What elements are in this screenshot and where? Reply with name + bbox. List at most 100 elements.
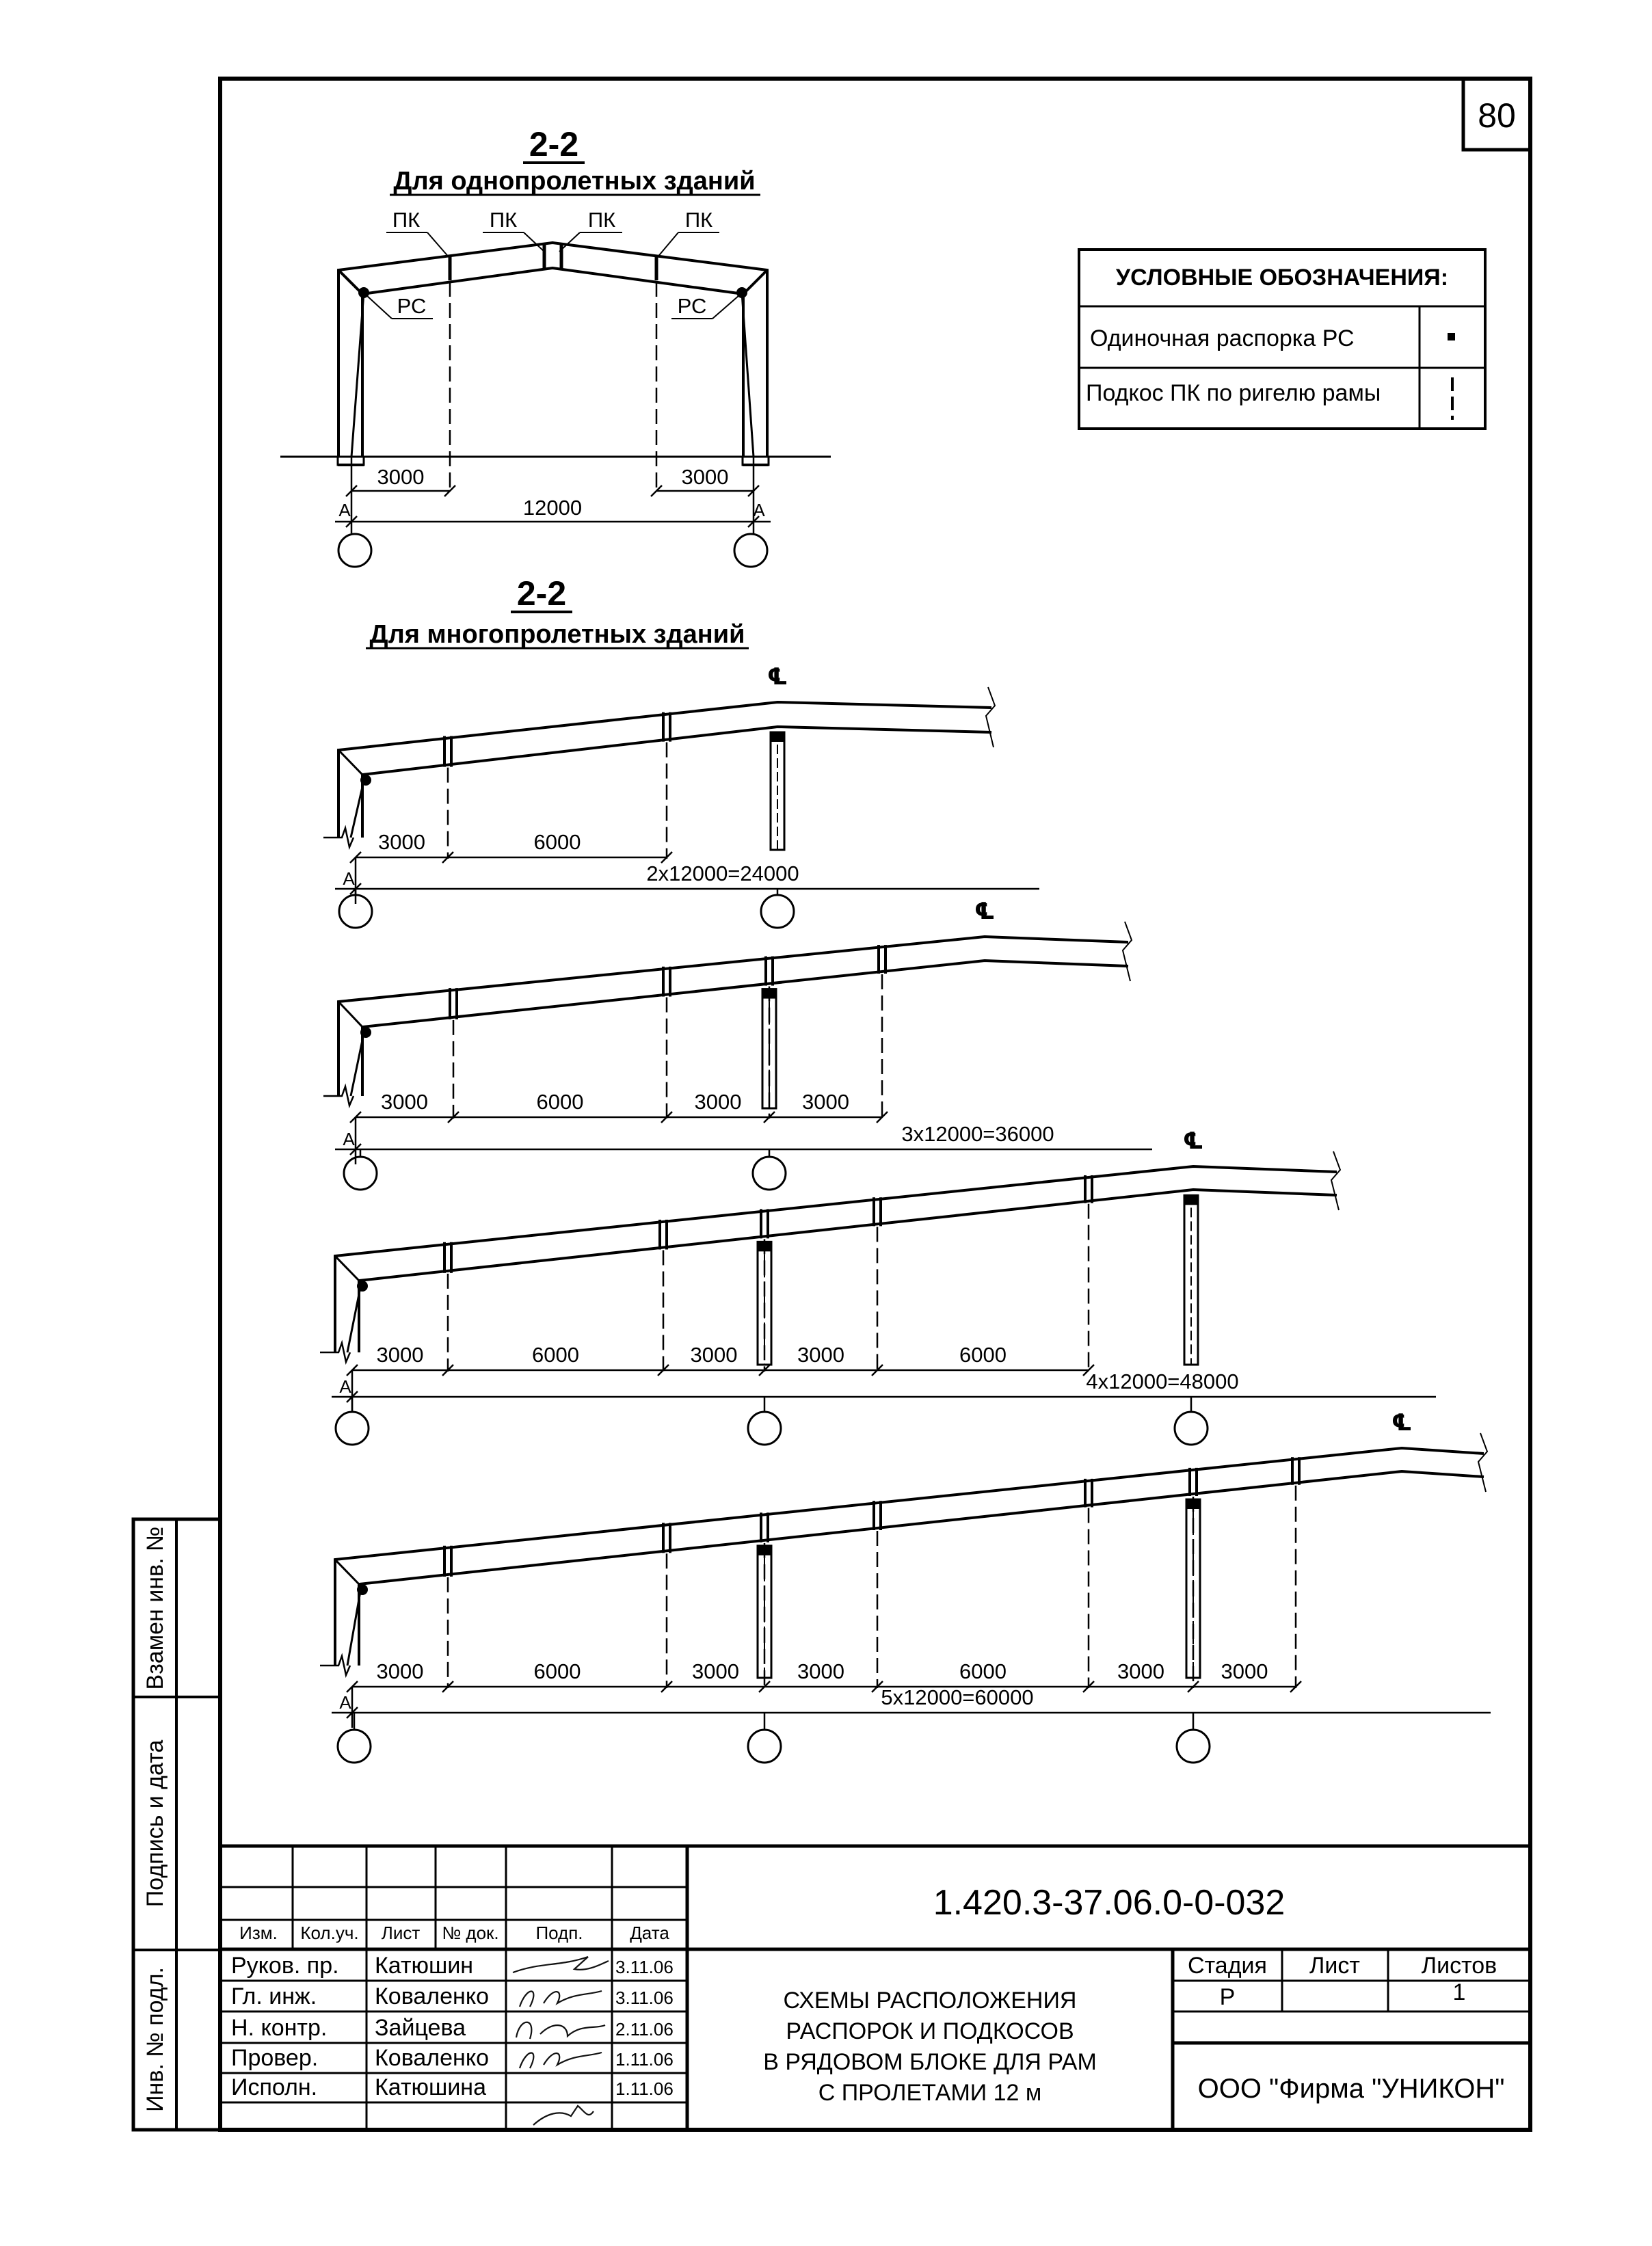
dimension-label: 6000 xyxy=(532,1343,579,1367)
pk-label: ПК xyxy=(490,208,517,232)
signer-role: Гл. инж. xyxy=(231,1983,317,2009)
dimension-label: 3000 xyxy=(377,1343,424,1367)
axis-bubble xyxy=(337,533,373,568)
pk-label: ПК xyxy=(588,208,615,232)
signer-role: Провер. xyxy=(231,2045,318,2071)
pk-label: ПК xyxy=(392,208,420,232)
total-dimension-label: 5x12000=60000 xyxy=(881,1685,1033,1709)
title-block: Изм. Кол.уч. Лист № док. Подп. Дата 1.42… xyxy=(218,1844,1532,2132)
rc-label: РС xyxy=(678,294,707,318)
sheets-value: 1 xyxy=(1453,1979,1466,2005)
multi-span-frame: ℄ 3000 6000 2x12000=24000 А xyxy=(323,664,1039,929)
centerline-icon: ℄ xyxy=(1391,1410,1412,1436)
sheets-label: Листов xyxy=(1422,1953,1497,1979)
axis-letter: А xyxy=(338,500,351,520)
square-dot-icon xyxy=(1448,333,1455,340)
header-col: Изм. xyxy=(239,1923,278,1943)
axis-bubble xyxy=(1175,1728,1211,1764)
dimension-label: 3000 xyxy=(682,465,729,489)
signer-date: 3.11.06 xyxy=(615,1988,674,2008)
section-title: Для однопролетных зданий xyxy=(393,167,755,196)
dimension-label: 3000 xyxy=(692,1659,739,1683)
signer-name: Коваленко xyxy=(375,1983,489,2009)
legend-row-label: Одиночная распорка РС xyxy=(1090,325,1355,351)
legend-title: УСЛОВНЫЕ ОБОЗНАЧЕНИЯ: xyxy=(1116,265,1448,291)
dimension-label: 3000 xyxy=(1117,1659,1164,1683)
rc-label: РС xyxy=(397,294,427,318)
signer-name: Катюшин xyxy=(375,1953,473,1979)
pk-label: ПК xyxy=(685,208,712,232)
axis-letter: А xyxy=(339,1692,351,1713)
centerline-icon: ℄ xyxy=(974,898,995,924)
dimension-label: 3000 xyxy=(802,1090,849,1114)
axis-letter: А xyxy=(339,1376,351,1397)
signature-marks xyxy=(512,1955,609,2126)
multi-span-frame: ℄ 3000 6000 3000 3000 6000 4x12000=48000 А xyxy=(320,1128,1436,1446)
multi-span-frame: ℄ 3000 6000 3000 3000 3x12000=36000 А xyxy=(323,898,1152,1191)
dimension-label: 3000 xyxy=(797,1659,844,1683)
sheet-label: Лист xyxy=(1309,1953,1360,1979)
stage-label: Стадия xyxy=(1188,1953,1267,1979)
dimension-label: 6000 xyxy=(537,1090,584,1114)
drawing-title-line: В РЯДОВОМ БЛОКЕ ДЛЯ РАМ xyxy=(763,2049,1097,2075)
dimension-label: 3000 xyxy=(797,1343,844,1367)
header-col: Дата xyxy=(630,1923,669,1943)
axis-letter: А xyxy=(343,868,355,889)
axis-bubble xyxy=(334,1411,370,1446)
section-mark: 2-2 xyxy=(529,125,578,163)
signer-date: 2.11.06 xyxy=(615,2019,674,2040)
axis-letter: А xyxy=(343,1129,355,1149)
dimension-label: 3000 xyxy=(691,1343,738,1367)
axis-bubble xyxy=(760,894,795,929)
axis-bubble xyxy=(747,1411,782,1446)
signer-name: Коваленко xyxy=(375,2045,489,2071)
axis-bubble xyxy=(751,1155,787,1191)
signer-role: Исполн. xyxy=(231,2074,317,2100)
dimension-label: 3000 xyxy=(695,1090,742,1114)
total-dimension-label: 2x12000=24000 xyxy=(646,861,799,885)
sheet-number-box xyxy=(1461,77,1532,152)
axis-bubble xyxy=(733,533,769,568)
drawing-title-line: РАСПОРОК И ПОДКОСОВ xyxy=(786,2018,1074,2044)
axis-letter: А xyxy=(753,500,765,520)
section-title: Для многопролетных зданий xyxy=(370,620,745,649)
total-dimension-label: 3x12000=36000 xyxy=(901,1122,1054,1146)
dimension-label: 6000 xyxy=(959,1343,1007,1367)
dimension-label: 12000 xyxy=(523,496,582,520)
side-stamp: Взамен инв. № Подпись и дата Инв. № подл… xyxy=(131,1517,222,2132)
side-stamp-label: Инв. № подл. xyxy=(142,1967,168,2112)
centerline-icon: ℄ xyxy=(1183,1128,1203,1154)
axis-bubble xyxy=(338,894,373,929)
header-col: Лист xyxy=(382,1923,421,1943)
side-stamp-label: Подпись и дата xyxy=(142,1740,168,1908)
axis-bubble xyxy=(1173,1411,1209,1446)
drawing-code: 1.420.3-37.06.0-0-032 xyxy=(933,1883,1285,1923)
signer-name: Катюшина xyxy=(375,2074,486,2100)
axis-bubble xyxy=(343,1155,378,1191)
stage-value: Р xyxy=(1220,1984,1236,2010)
rc-node xyxy=(360,775,371,786)
dimension-label: 3000 xyxy=(381,1090,428,1114)
signer-date: 1.11.06 xyxy=(615,2049,674,2070)
total-dimension-label: 4x12000=48000 xyxy=(1086,1369,1238,1393)
company-name: ООО "Фирма "УНИКОН" xyxy=(1198,2074,1505,2104)
axis-bubble xyxy=(336,1728,372,1764)
drawing-title-line: СХЕМЫ РАСПОЛОЖЕНИЯ xyxy=(784,1988,1077,2014)
signer-date: 3.11.06 xyxy=(615,1957,674,1977)
section-single-span: 2-2 Для однопролетных зданий ПК ПК ПК ПК xyxy=(280,125,831,568)
signer-name: Зайцева xyxy=(375,2015,466,2041)
legend-table: УСЛОВНЫЕ ОБОЗНАЧЕНИЯ: Одиночная распорка… xyxy=(1078,248,1487,430)
dimension-label: 3000 xyxy=(377,1659,424,1683)
side-stamp-label: Взамен инв. № xyxy=(142,1527,168,1690)
section-mark: 2-2 xyxy=(517,574,566,613)
dimension-label: 6000 xyxy=(959,1659,1007,1683)
dimension-label: 6000 xyxy=(534,830,581,854)
dimension-label: 3000 xyxy=(378,830,425,854)
legend-row-label: Подкос ПК по ригелю рамы xyxy=(1086,380,1381,406)
header-col: № док. xyxy=(442,1923,498,1943)
signer-role: Н. контр. xyxy=(231,2015,327,2041)
header-col: Кол.уч. xyxy=(300,1923,358,1943)
